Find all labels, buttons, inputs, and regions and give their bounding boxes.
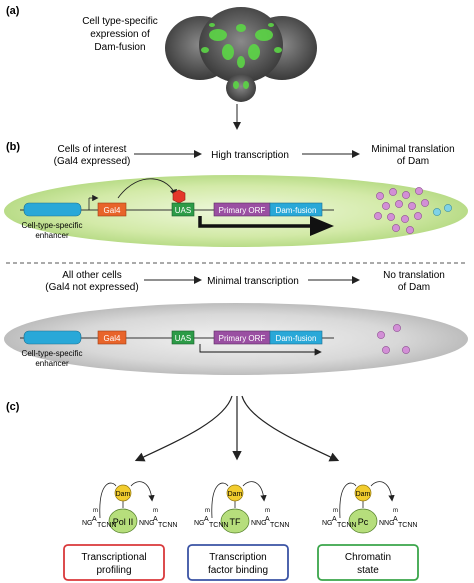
dam-fusion-block-bottom [269, 330, 323, 345]
output-2-line2: factor binding [208, 565, 268, 576]
uas-label-bottom: UAS [175, 334, 191, 343]
translated-dots-bottom [377, 324, 410, 354]
seq-right-2a: NNG [251, 520, 267, 527]
seq-right-1b: A [153, 516, 158, 523]
enhancer-block-top [23, 202, 82, 217]
seq-left-3a: NG [322, 520, 333, 527]
seq-left-2c: TCNN [209, 522, 228, 529]
seq-right-3c: TCNN [398, 522, 417, 529]
seq-right-3b: A [393, 516, 398, 523]
enhancer-block-bottom [23, 330, 82, 345]
methyl-right-3: m [393, 508, 398, 514]
dam-circle-3 [354, 484, 372, 502]
enhancer-label-top-line1: Cell-type-specific [22, 221, 83, 230]
translated-dots-top [374, 187, 452, 234]
high-transcription-arrow-head [310, 216, 334, 236]
output-2-line1: Transcription [209, 552, 266, 563]
enhancer-label-bottom-line1: Cell-type-specific [22, 349, 83, 358]
panel-a-caption-line1: Cell type-specific [82, 16, 158, 27]
output-1-line1: Transcriptional [81, 552, 146, 563]
output-box-chromatin-state [317, 544, 419, 581]
gal4-protein-hexagon [172, 189, 186, 204]
dam-pol2-group: Dam Pol II NG A TCNN m NNG A TCNN m [82, 481, 177, 534]
gal4-block-top [97, 202, 127, 217]
minimal-translation-line2: of Dam [397, 156, 429, 167]
uas-block-top [171, 202, 195, 217]
minimal-transcription-label: Minimal transcription [207, 276, 299, 287]
dam-fusion-block-top [269, 202, 323, 217]
cells-of-interest-line1: Cells of interest [58, 144, 127, 155]
gal4-block-bottom [97, 330, 127, 345]
methyl-right-1: m [153, 508, 158, 514]
gal4-label-top: Gal4 [104, 206, 121, 215]
dam-circle-2 [226, 484, 244, 502]
gal4-binding-arrow [117, 178, 177, 199]
cells-of-interest-line2: (Gal4 expressed) [54, 156, 131, 167]
seq-left-3c: TCNN [337, 522, 356, 529]
dam-fusion-label-top: Dam-fusion [276, 206, 317, 215]
seq-left-1c: TCNN [97, 522, 116, 529]
no-translation-line2: of Dam [398, 282, 430, 293]
arrow-to-pc [241, 395, 340, 462]
all-other-cells-line2: (Gal4 not expressed) [45, 282, 138, 293]
seq-right-2b: A [265, 516, 270, 523]
minimal-translation-line1: Minimal translation [371, 144, 454, 155]
arrow-to-pol2 [134, 395, 233, 462]
methyl-right-2: m [265, 508, 270, 514]
panel-a-label: (a) [6, 5, 20, 17]
output-3-line1: Chromatin [345, 552, 391, 563]
panel-c-label: (c) [6, 401, 20, 413]
enhancer-label-top-line2: enhancer [35, 231, 69, 240]
uas-block-bottom [171, 330, 195, 345]
orf-label-bottom: Primary ORF [219, 334, 266, 343]
high-transcription-label: High transcription [211, 150, 289, 161]
dam-label-1: Dam [116, 491, 131, 498]
output-3-line2: state [357, 565, 379, 576]
dam-fusion-label-bottom: Dam-fusion [276, 334, 317, 343]
dam-tf-group: Dam TF NG A TCNN m NNG A TCNN m [194, 481, 289, 534]
enhancer-label-bottom-line2: enhancer [35, 359, 69, 368]
panel-b-label: (b) [6, 141, 20, 153]
dam-pc-group: Dam Pc NG A TCNN m NNG A TCNN m [322, 481, 417, 534]
pc-label: Pc [358, 517, 369, 527]
methyl-left-1: m [93, 508, 98, 514]
seq-left-1b: A [92, 516, 97, 523]
gfp-expression-pattern [201, 23, 282, 89]
no-translation-line1: No translation [383, 270, 445, 281]
methyl-left-2: m [205, 508, 210, 514]
dam-label-2: Dam [228, 491, 243, 498]
output-box-transcriptional-profiling [63, 544, 165, 581]
tf-label: TF [230, 517, 241, 527]
seq-left-3b: A [332, 516, 337, 523]
tf-protein [220, 508, 250, 534]
all-other-cells-line1: All other cells [62, 270, 121, 281]
output-1-line2: profiling [96, 565, 131, 576]
seq-right-3a: NNG [379, 520, 395, 527]
dam-circle-1 [114, 484, 132, 502]
pol2-label: Pol II [113, 517, 134, 527]
panel-a-caption-line2: expression of [90, 29, 150, 40]
dam-label-3: Dam [356, 491, 371, 498]
orf-label-top: Primary ORF [219, 206, 266, 215]
output-box-tf-binding [187, 544, 289, 581]
high-transcription-arrow-shaft [198, 216, 312, 228]
panel-a-caption-line3: Dam-fusion [94, 42, 145, 53]
methyl-left-3: m [333, 508, 338, 514]
pol2-protein [108, 508, 138, 534]
seq-right-2c: TCNN [270, 522, 289, 529]
seq-left-2b: A [204, 516, 209, 523]
seq-right-1a: NNG [139, 520, 155, 527]
fly-brain-image [165, 7, 317, 102]
pc-protein [348, 508, 378, 534]
uas-label-top: UAS [175, 206, 191, 215]
seq-left-2a: NG [194, 520, 205, 527]
seq-right-1c: TCNN [158, 522, 177, 529]
gal4-label-bottom: Gal4 [104, 334, 121, 343]
minimal-transcription-arrow [199, 344, 322, 356]
seq-left-1a: NG [82, 520, 93, 527]
